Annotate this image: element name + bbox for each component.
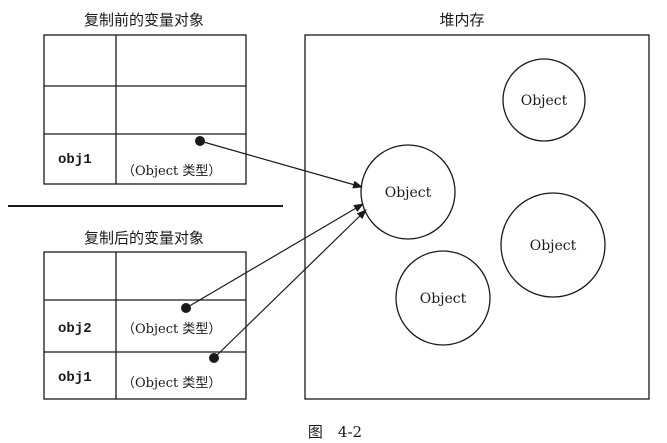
before-row-obj1-value: （Object 类型） [122, 164, 221, 179]
pointer-arrow [185, 203, 364, 309]
after-table-border [43, 251, 247, 400]
pointer-dot [195, 136, 205, 146]
heap-object-label: Object [530, 238, 577, 254]
pointer-dot [209, 353, 219, 363]
heap-object-circle [502, 58, 586, 142]
figure-caption: 图 4-2 [308, 423, 362, 441]
heap-object-label: Object [420, 291, 467, 307]
heap-object-label: Object [521, 93, 568, 109]
pointer-arrow [213, 209, 367, 359]
after-row-obj1-name: obj1 [58, 370, 92, 386]
heap-object-label: Object [385, 185, 432, 201]
after-row-obj2-value: （Object 类型） [122, 322, 221, 337]
before-row-obj1-name: obj1 [58, 152, 92, 168]
before-title: 复制前的变量对象 [84, 11, 204, 29]
before-table-border [43, 34, 247, 185]
heap-title: 堆内存 [439, 11, 484, 29]
after-table [43, 251, 247, 400]
after-row-obj2-name: obj2 [58, 321, 92, 337]
pointer-dot [181, 303, 191, 313]
after-row-obj1-value: （Object 类型） [122, 376, 221, 391]
heap-object-circle [500, 192, 606, 298]
heap-object-circle [360, 144, 456, 240]
after-title: 复制后的变量对象 [84, 229, 204, 247]
pointer-arrow [199, 140, 363, 189]
heap-border [304, 34, 650, 400]
before-table [43, 34, 247, 185]
heap-object-circle [395, 250, 491, 346]
